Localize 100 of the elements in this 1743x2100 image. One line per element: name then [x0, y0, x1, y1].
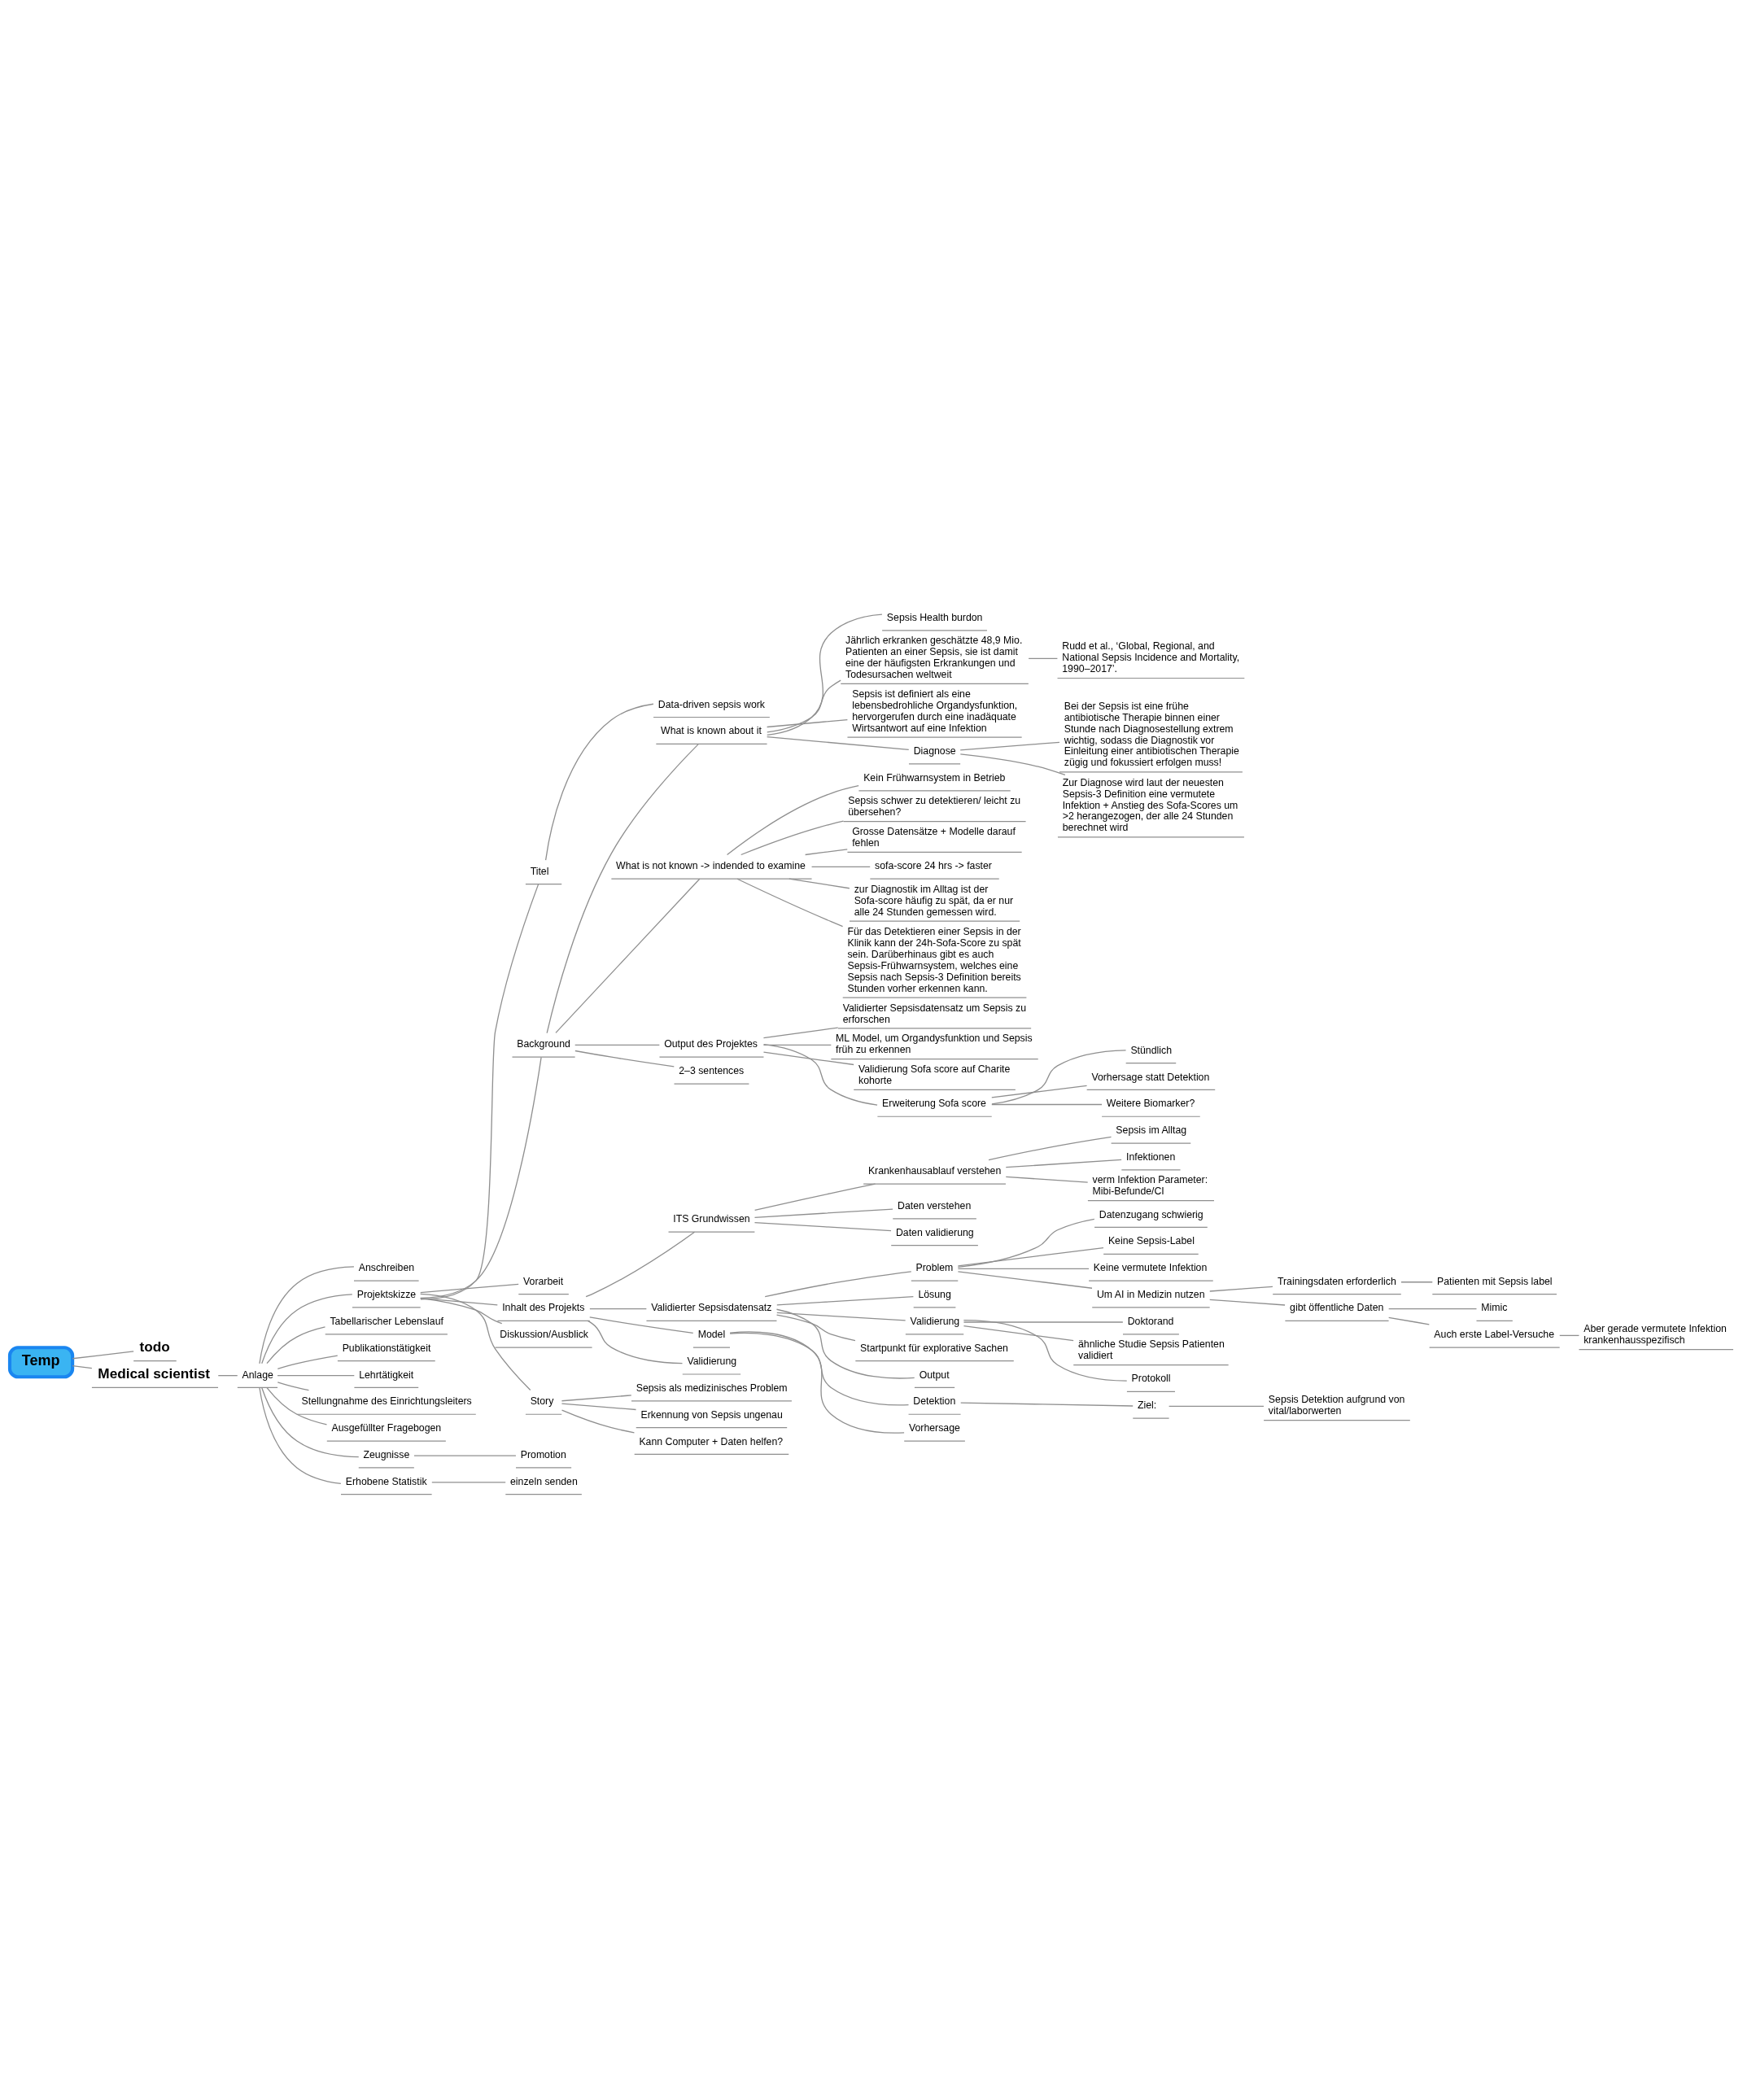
- node-text: Publikationstätigkeit: [342, 1342, 431, 1354]
- connector: [957, 1218, 1095, 1268]
- node-text: Erhobene Statistik: [345, 1475, 427, 1487]
- connector: [574, 1050, 675, 1067]
- node-text: Rudd et al., ‘Global, Regional, and National Sepsis Incidence and Mortality, 1990–2017’.: [1062, 640, 1240, 675]
- node-text: Validierung Sofa score auf Charite kohorte: [858, 1063, 1011, 1086]
- connector: [762, 1051, 854, 1065]
- connector: [546, 743, 700, 1033]
- node-text: Sepsis Health burdon: [886, 611, 983, 623]
- node-text: Für das Detektieren einer Sepsis in der Klinik kann der 24h-Sofa-Score zu spät sein. Darüberhinaus gibt es auch Sepsis-Frühwarnsystem, welches eine Sepsis nach Sepsis-3 Definition bereits Stunden vorher erkennen kann.: [847, 925, 1021, 994]
- connector: [72, 1350, 134, 1359]
- node-text: Lösung: [918, 1288, 951, 1300]
- node-text: Output: [919, 1369, 950, 1381]
- node-text: Anschreiben: [358, 1261, 415, 1273]
- node-text: Promotion: [520, 1448, 566, 1460]
- connector: [960, 1401, 1134, 1407]
- connector: [1388, 1308, 1478, 1309]
- connector: [261, 1386, 360, 1457]
- connector: [726, 784, 859, 855]
- connector: [767, 613, 883, 736]
- connector: [957, 1268, 1090, 1269]
- node-text: Detektion: [913, 1395, 956, 1407]
- connector: [261, 1293, 353, 1364]
- connector: [589, 1308, 647, 1309]
- connector: [963, 1319, 1128, 1382]
- connector: [587, 1320, 684, 1364]
- connector: [754, 1207, 893, 1218]
- connector: [988, 1136, 1112, 1160]
- connector: [764, 1270, 912, 1297]
- node-text: Patienten mit Sepsis label: [1437, 1275, 1553, 1287]
- node-text: Vorarbeit: [523, 1275, 564, 1287]
- connector: [767, 679, 841, 733]
- node-text: sofa-score 24 hrs -> faster: [875, 859, 992, 871]
- node-text: einzeln senden: [510, 1475, 578, 1487]
- node-text: gibt öffentliche Daten: [1290, 1301, 1384, 1313]
- node-text: Doktorand: [1127, 1315, 1174, 1327]
- connector: [585, 1231, 696, 1297]
- connector: [1005, 1159, 1122, 1168]
- connector: [420, 1056, 542, 1299]
- node-text: verm Infektion Parameter: Mibi-Befunde/CI: [1092, 1173, 1208, 1197]
- node-text: 2–3 sentences: [679, 1064, 745, 1076]
- node-text: Sepsis schwer zu detektieren/ leicht zu übersehen?: [848, 794, 1021, 818]
- connector: [1209, 1286, 1273, 1292]
- connector: [574, 1044, 660, 1046]
- connector: [277, 1381, 310, 1391]
- connector: [420, 1297, 503, 1324]
- node-text: Daten verstehen: [898, 1199, 972, 1212]
- node-text: Keine vermutete Infektion: [1093, 1261, 1208, 1273]
- node-text: Validierung: [910, 1315, 960, 1327]
- node-text: Datenzugang schwierig: [1099, 1208, 1204, 1220]
- node-box: Temp: [7, 1345, 75, 1378]
- connector: [259, 1265, 355, 1364]
- node-text: Zeugnisse: [363, 1448, 410, 1460]
- node-text: Vorhersage statt Detektion: [1091, 1071, 1210, 1083]
- node-text: Stellungnahme des Einrichtungsleiters: [301, 1395, 472, 1407]
- node-text: Erkennung von Sepsis ungenau: [640, 1408, 783, 1421]
- connector: [775, 1308, 915, 1379]
- node-text: Validierung: [687, 1355, 737, 1367]
- connector: [804, 848, 848, 855]
- node-text: zur Diagnostik im Alltag ist der Sofa-score häufig zu spät, da er nur alle 24 Stunden gemessen wird.: [854, 883, 1014, 918]
- node-text: ITS Grundwissen: [673, 1212, 750, 1225]
- connector: [754, 1221, 892, 1231]
- node-text: Krankenhausablauf verstehen: [867, 1164, 1002, 1177]
- node-text: Grosse Datensätze + Modelle darauf fehlen: [852, 825, 1016, 849]
- connector: [776, 1312, 906, 1321]
- node-text: Diskussion/Ausblick: [500, 1328, 588, 1340]
- node-text: Medical scientist: [98, 1364, 211, 1382]
- connector: [766, 718, 849, 727]
- connector: [1559, 1334, 1580, 1336]
- connector: [1388, 1316, 1430, 1325]
- connector: [729, 1330, 905, 1434]
- connector: [963, 1321, 1124, 1323]
- connector: [740, 820, 845, 855]
- connector: [762, 1043, 878, 1106]
- node-text: Keine Sepsis-Label: [1107, 1234, 1195, 1246]
- node-text: Output des Projektes: [664, 1037, 758, 1050]
- connector: [1005, 1176, 1089, 1183]
- connector: [810, 866, 871, 867]
- node-text: What is known about it: [661, 724, 762, 736]
- connector: [754, 1183, 876, 1211]
- connector: [259, 1386, 342, 1484]
- connector: [762, 1044, 832, 1046]
- connector: [277, 1374, 355, 1376]
- node-text: Titel: [530, 865, 549, 877]
- node-text: ähnliche Studie Sepsis Patienten validiert: [1077, 1338, 1225, 1361]
- connector: [1168, 1405, 1265, 1407]
- connector: [991, 1103, 1103, 1105]
- connector: [589, 1316, 694, 1334]
- connector: [762, 1026, 839, 1038]
- node-text: Inhalt des Projekts: [502, 1301, 585, 1313]
- connector: [561, 1408, 636, 1434]
- connector: [959, 753, 1066, 775]
- connector: [775, 1313, 856, 1341]
- node-text: Vorhersage: [908, 1421, 960, 1434]
- node-text: Model: [697, 1328, 726, 1340]
- node-text: Kann Computer + Daten helfen?: [639, 1435, 784, 1447]
- connector: [736, 878, 844, 927]
- connector: [766, 736, 910, 750]
- node-text: Stündlich: [1130, 1044, 1172, 1056]
- connector: [266, 1325, 326, 1364]
